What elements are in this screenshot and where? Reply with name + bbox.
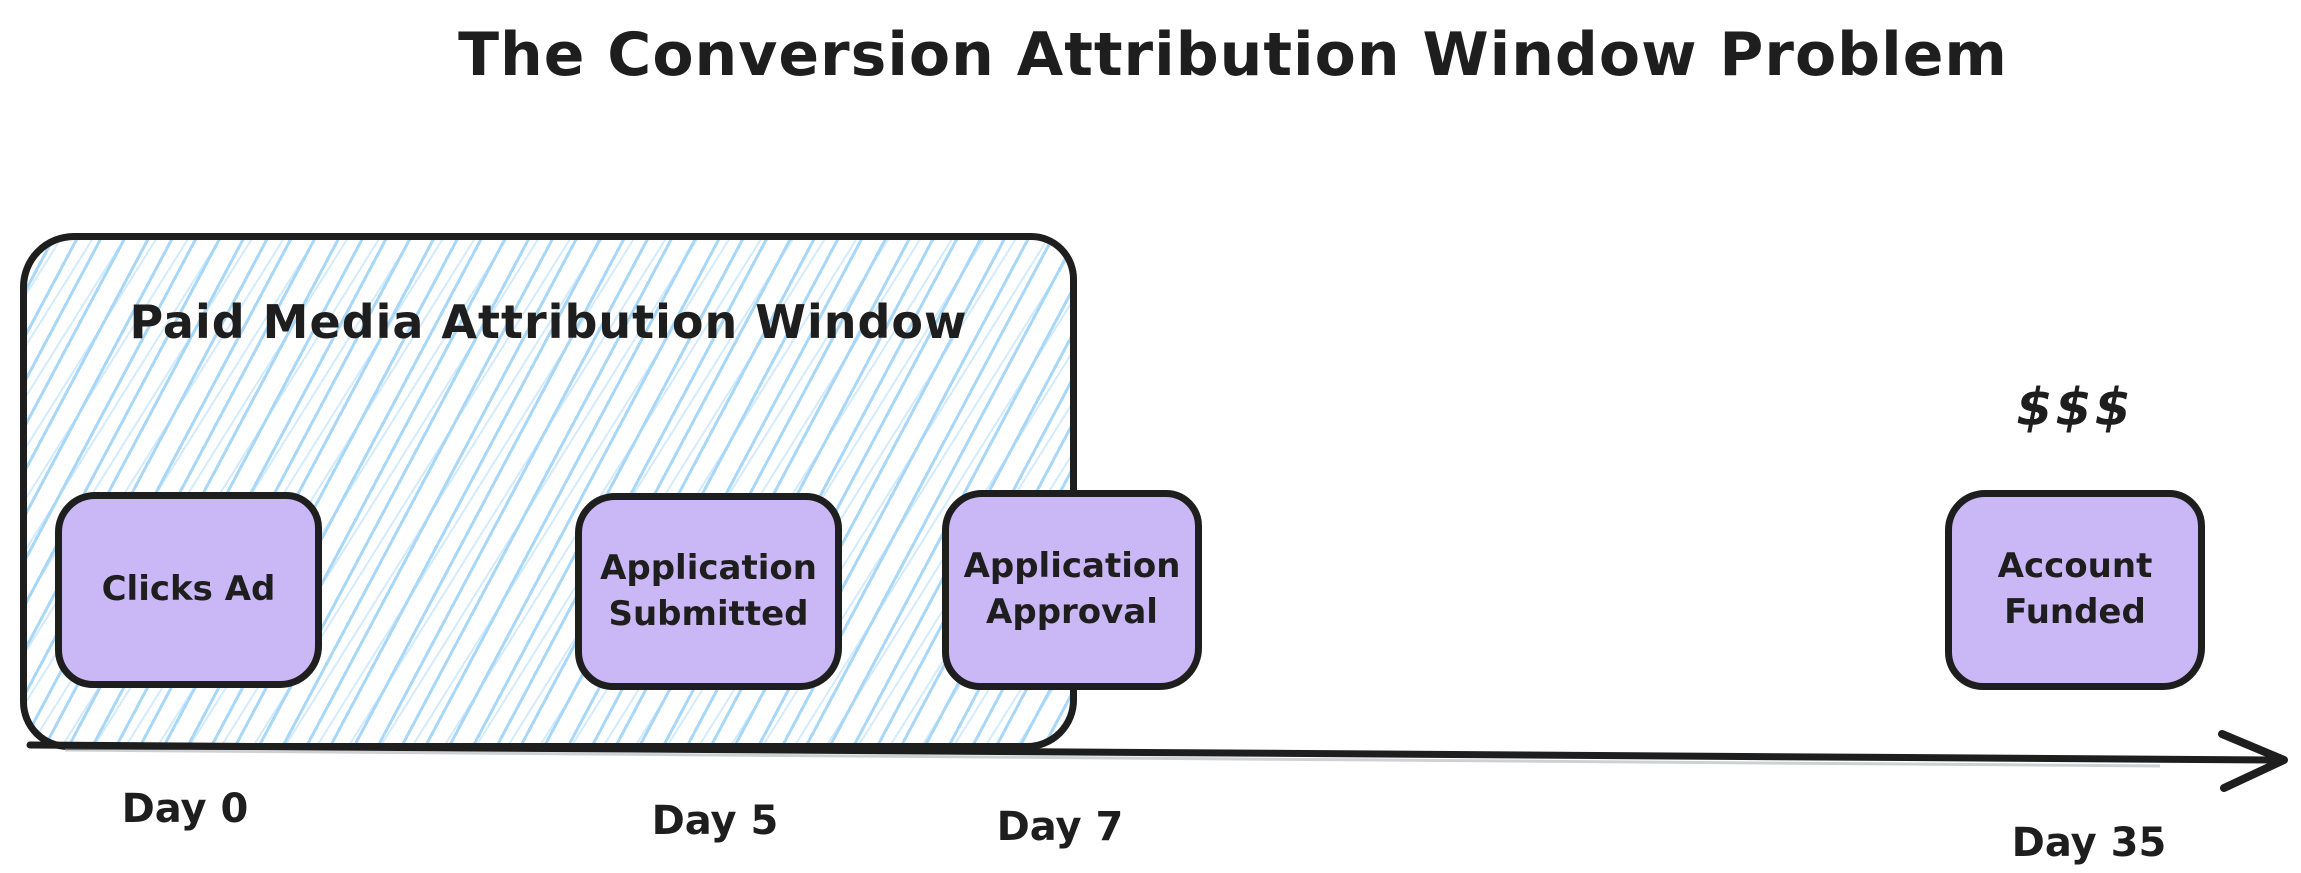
timeline-shaft [26, 741, 2276, 764]
timeline-arrowhead-icon [2218, 730, 2288, 792]
timeline-understroke [64, 748, 2161, 768]
attribution-window-label: Paid Media Attribution Window [129, 295, 968, 349]
day-label-5: Day 5 [651, 798, 779, 844]
event-box-application-submitted: Application Submitted [575, 493, 842, 690]
timeline-arrow [26, 730, 2288, 792]
diagram-title: The Conversion Attribution Window Proble… [458, 20, 2008, 90]
event-label-account-funded: Account Funded [1997, 546, 2153, 632]
event-label-application-submitted: Application Submitted [600, 547, 817, 634]
event-box-account-funded: Account Funded [1945, 490, 2205, 690]
day-label-7: Day 7 [996, 804, 1124, 850]
event-box-application-approval: Application Approval [942, 490, 1202, 690]
day-label-0: Day 0 [121, 786, 249, 832]
event-label-application-approval: Application Approval [963, 546, 1181, 632]
event-label-clicks-ad: Clicks Ad [101, 569, 276, 610]
money-annotation: $$$ [2016, 378, 2134, 438]
event-box-clicks-ad: Clicks Ad [55, 492, 322, 688]
day-label-35: Day 35 [2011, 820, 2167, 866]
